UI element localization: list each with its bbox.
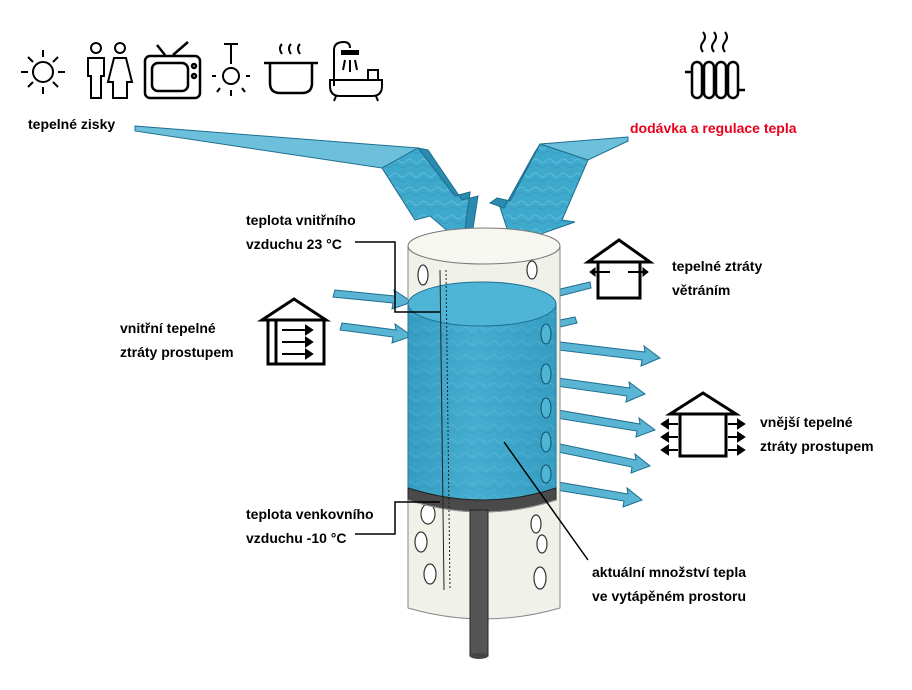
heated-space-cylinder xyxy=(407,227,561,659)
internal-loss-line2: ztráty prostupem xyxy=(120,344,234,360)
lamp-icon xyxy=(212,43,250,96)
internal-loss-house-icon xyxy=(256,297,332,366)
ventilation-loss-line2: větráním xyxy=(672,282,731,298)
heat-gains-label: tepelné zisky xyxy=(28,112,115,136)
heat-amount-line1: aktuální množství tepla xyxy=(592,564,747,580)
sun-icon xyxy=(21,50,65,94)
ventilation-house-icon xyxy=(583,238,655,300)
heat-amount-line2: ve vytápěném prostoru xyxy=(592,588,747,604)
external-loss-arrows xyxy=(555,281,661,508)
outdoor-temp-line1: teplota venkovního xyxy=(246,506,374,522)
heat-gains-text: tepelné zisky xyxy=(28,116,116,132)
external-loss-line2: ztráty prostupem xyxy=(760,438,874,454)
pot-icon xyxy=(264,43,318,95)
heat-supply-label: dodávka a regulace tepla xyxy=(630,116,797,140)
external-loss-house-icon xyxy=(660,391,746,458)
shower-bath-icon xyxy=(329,40,383,102)
heat-amount-label: aktuální množství tepla ve vytápěném pro… xyxy=(592,560,746,608)
tv-icon xyxy=(143,41,202,100)
radiator-icon xyxy=(685,31,745,100)
indoor-temp-line1: teplota vnitřního xyxy=(246,212,356,228)
external-loss-label: vnější tepelné ztráty prostupem xyxy=(760,410,874,458)
people-icon xyxy=(87,42,134,99)
external-loss-line1: vnější tepelné xyxy=(760,414,853,430)
internal-loss-line1: vnitřní tepelné xyxy=(120,320,216,336)
outdoor-temp-label: teplota venkovního vzduchu -10 °C xyxy=(246,502,374,550)
internal-loss-label: vnitřní tepelné ztráty prostupem xyxy=(120,316,234,364)
leader-lines xyxy=(355,241,589,561)
heat-gains-flow xyxy=(134,125,479,249)
heat-supply-flow xyxy=(488,136,629,245)
internal-loss-arrows xyxy=(332,288,414,344)
heat-supply-text: dodávka a regulace tepla xyxy=(630,120,797,136)
ventilation-loss-line1: tepelné ztráty xyxy=(672,258,763,274)
indoor-temp-line2: vzduchu 23 °C xyxy=(246,236,342,252)
ventilation-loss-label: tepelné ztráty větráním xyxy=(672,254,762,302)
indoor-temp-label: teplota vnitřního vzduchu 23 °C xyxy=(246,208,356,256)
outdoor-temp-line2: vzduchu -10 °C xyxy=(246,530,347,546)
